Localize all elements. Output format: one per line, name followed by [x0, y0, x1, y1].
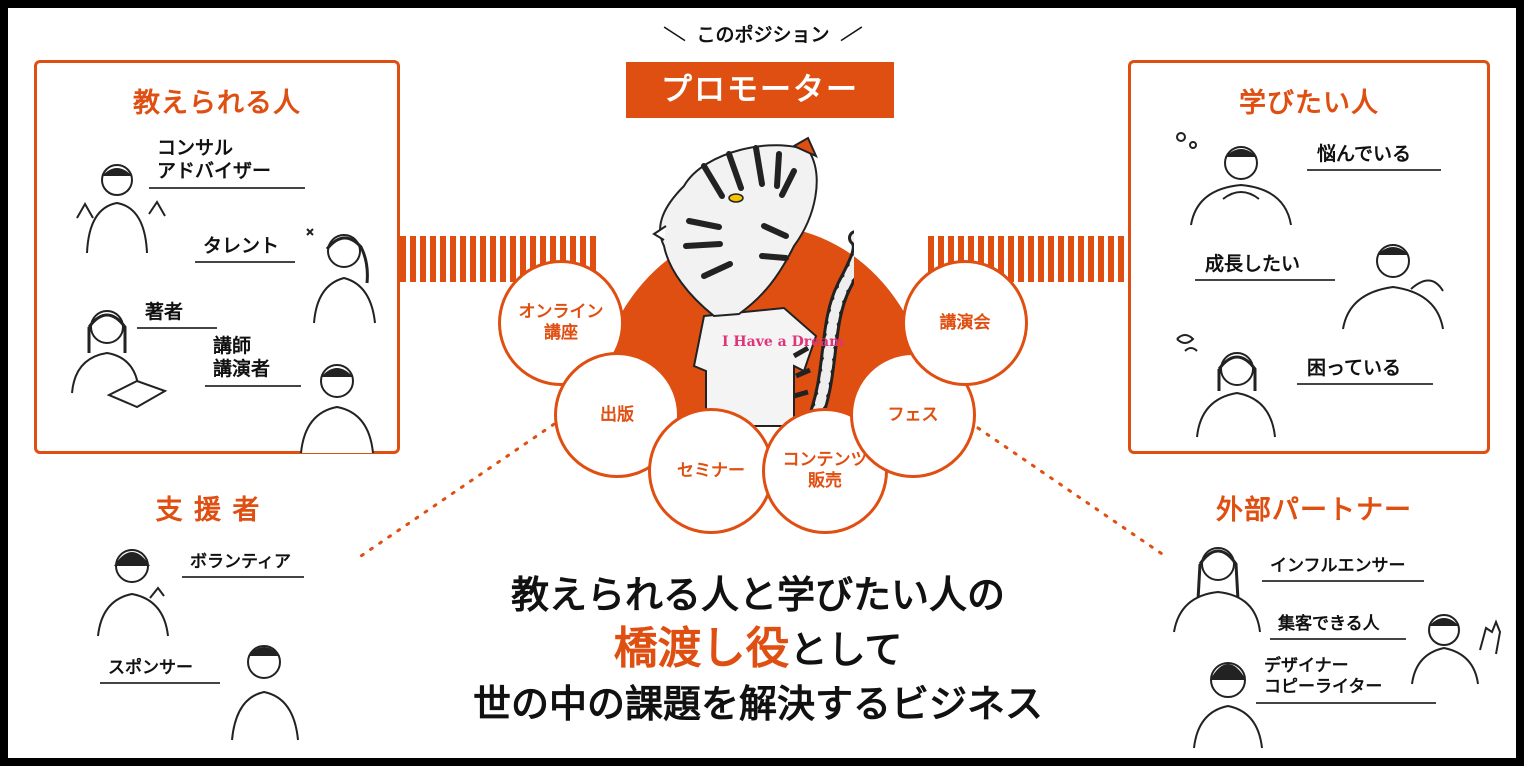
promoter-partner-figure	[1404, 604, 1508, 685]
author-figure	[57, 303, 177, 413]
tiger-illustration: I Have a Dream	[652, 136, 854, 434]
troubled-label: 困っている	[1307, 357, 1402, 379]
shirt-text: I Have a Dream	[722, 334, 844, 350]
service-publishing: 出版	[554, 352, 680, 478]
growth-label: 成長したい	[1205, 253, 1301, 275]
troubled-underline	[1297, 383, 1433, 385]
lecturer-label: 講師 講演者	[213, 335, 271, 380]
influencer-figure	[1164, 534, 1264, 634]
headline-highlight: 橋渡し役	[613, 623, 790, 674]
author-underline	[137, 327, 217, 329]
supporters-connector	[356, 416, 565, 560]
influencer-label: インフルエンサー	[1270, 556, 1406, 576]
sponsor-figure	[220, 632, 310, 742]
influencer-underline	[1262, 580, 1424, 582]
volunteer-underline	[182, 576, 304, 578]
designer-label: デザイナー コピーライター	[1264, 656, 1383, 697]
growth-figure	[1331, 231, 1461, 331]
growth-underline	[1195, 279, 1335, 281]
promoter-partner-label: 集客できる人	[1278, 614, 1380, 634]
worried-underline	[1307, 169, 1441, 171]
author-label: 著者	[145, 301, 184, 323]
headline-line-3: 世の中の課題を解決するビジネス	[472, 682, 1043, 726]
worried-label: 悩んでいる	[1317, 143, 1412, 165]
service-online-course: オンライン 講座	[498, 260, 624, 386]
service-lecture: 講演会	[902, 260, 1028, 386]
teachers-title: 教えられる人	[133, 88, 301, 119]
worried-figure	[1171, 127, 1301, 227]
consultant-underline	[149, 187, 305, 189]
designer-figure	[1188, 648, 1268, 749]
headline-line-2: 橋渡し役として	[368, 622, 1148, 677]
headline: 教えられる人と学びたい人の 橋渡し役として 世の中の課題を解決するビジネス	[368, 568, 1148, 731]
position-caption: ＼このポジション／	[663, 22, 863, 48]
headline-line-2-rest: として	[789, 628, 903, 672]
promoter-title: プロモーター	[626, 62, 894, 118]
promoter-partner-underline	[1270, 638, 1406, 640]
learners-title: 学びたい人	[1239, 88, 1379, 119]
consultant-figure	[57, 158, 177, 258]
learners-panel: 学びたい人 悩んでいる 成長したい	[1128, 60, 1490, 454]
lecturer-underline	[205, 385, 301, 387]
headline-line-1: 教えられる人と学びたい人の	[510, 573, 1005, 617]
partners-title: 外部パートナー	[1216, 495, 1412, 526]
teachers-panel: 教えられる人 コンサル アドバイザー タレント	[34, 60, 400, 454]
diagram-canvas: I Have a Dream ＼このポジション／ プロモーター オンライン 講座…	[8, 8, 1516, 758]
volunteer-figure	[88, 536, 188, 637]
sponsor-label: スポンサー	[108, 658, 193, 678]
talent-figure	[299, 223, 389, 324]
talent-label: タレント	[203, 235, 280, 257]
troubled-figure	[1171, 329, 1291, 439]
service-seminar: セミナー	[648, 408, 774, 534]
lecturer-figure	[287, 353, 387, 454]
talent-underline	[195, 261, 295, 263]
supporters-title: 支 援 者	[155, 495, 261, 526]
sponsor-underline	[100, 682, 220, 684]
consultant-label: コンサル アドバイザー	[157, 137, 272, 182]
designer-underline	[1256, 702, 1436, 704]
volunteer-label: ボランティア	[190, 552, 291, 572]
